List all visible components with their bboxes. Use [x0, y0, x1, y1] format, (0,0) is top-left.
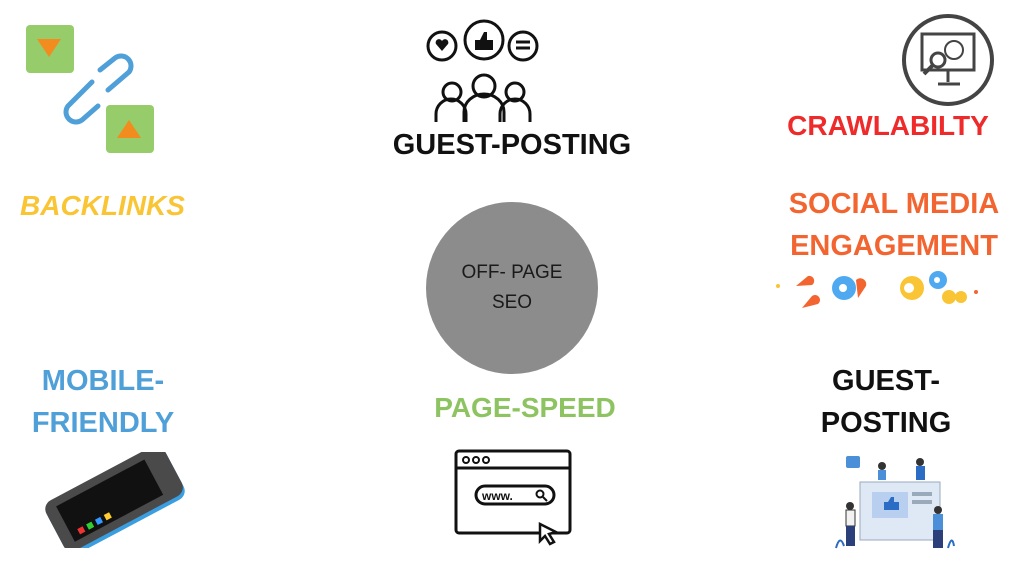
- smartphone-icon: [45, 452, 185, 548]
- url-text: www.: [482, 489, 513, 503]
- social-media-label-line1: SOCIAL MEDIA: [788, 188, 1000, 220]
- center-line2: SEO: [491, 292, 533, 313]
- backlinks-label: BACKLINKS: [20, 190, 185, 221]
- mobile-friendly-label-line1: MOBILE-: [41, 365, 165, 397]
- chain-link-icon: [26, 25, 154, 153]
- community-feedback-icon: [426, 19, 539, 122]
- monitor-globe-search-icon: [902, 14, 994, 106]
- off-page-seo-circle: [426, 202, 598, 374]
- guest-posting-label: GUEST-POSTING: [392, 129, 632, 161]
- social-media-label-line2: ENGAGEMENT: [790, 230, 998, 262]
- browser-window-icon: [454, 449, 572, 546]
- mobile-friendly-label-line2: FRIENDLY: [31, 407, 175, 439]
- people-blog-icon: [835, 456, 955, 549]
- page-speed-label: PAGE-SPEED: [434, 392, 616, 423]
- crawlability-label: CRAWLABILTY: [787, 110, 989, 141]
- reactions-icon: [776, 271, 978, 308]
- guest-posting-bottom-line2: POSTING: [820, 407, 952, 439]
- center-line1: OFF- PAGE: [461, 262, 563, 283]
- guest-posting-bottom-line1: GUEST-: [832, 365, 940, 397]
